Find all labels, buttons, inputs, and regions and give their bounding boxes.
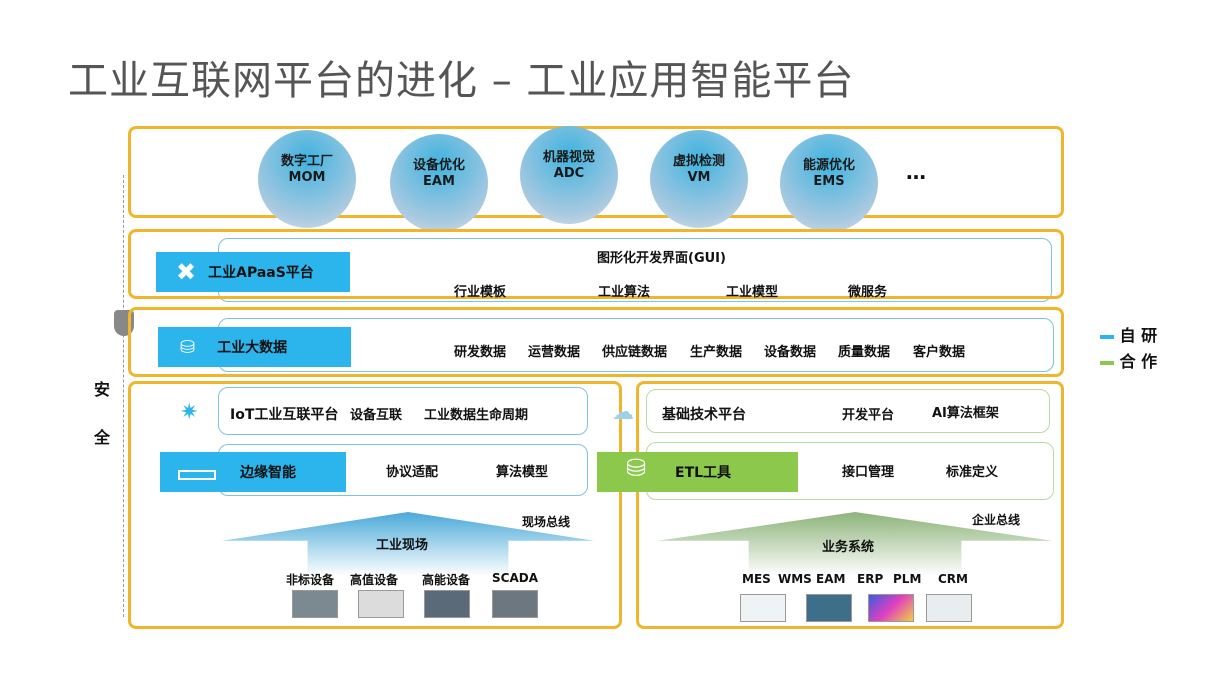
app-name: 数字工厂 xyxy=(280,154,333,169)
system-label: WMS xyxy=(778,572,812,586)
device-image xyxy=(358,590,404,618)
bigdata-item: 供应链数据 xyxy=(602,345,668,360)
iot-item: 设备互联 xyxy=(350,408,403,423)
database-icon: ⛁ xyxy=(180,336,196,358)
system-label: EAM xyxy=(816,572,846,586)
iot-label: IoT工业互联平台 xyxy=(230,407,339,423)
legend-swatch xyxy=(1100,334,1114,339)
app-code: MOM xyxy=(288,170,326,185)
legend-self: 自 研 xyxy=(1100,322,1157,346)
device-image xyxy=(492,590,538,618)
app-name: 虚拟检测 xyxy=(672,154,725,169)
etl-item: 标准定义 xyxy=(946,465,999,480)
apaas-item: 工业算法 xyxy=(598,285,651,300)
bigdata-item: 设备数据 xyxy=(764,345,817,360)
business-layer xyxy=(636,381,1064,629)
edge-label-box: 边缘智能 xyxy=(160,452,346,492)
network-icon: ✷ xyxy=(180,400,199,425)
security-label-2: 全 xyxy=(94,428,111,447)
app-name: 机器视觉 xyxy=(542,150,595,165)
edge-item: 算法模型 xyxy=(496,465,549,480)
app-code: ADC xyxy=(553,166,585,181)
legend-label: 合 作 xyxy=(1119,352,1158,371)
system-label: PLM xyxy=(893,572,922,586)
page-title: 工业互联网平台的进化 – 工业应用智能平台 xyxy=(68,58,855,104)
device-label: SCADA xyxy=(492,571,538,585)
field-label: 工业现场 xyxy=(376,538,429,553)
bigdata-item: 质量数据 xyxy=(838,345,891,360)
apps-layer xyxy=(128,126,1064,218)
apaas-item: 行业模板 xyxy=(454,285,507,300)
system-label: CRM xyxy=(938,572,968,586)
apaas-label-box: ✖ 工业APaaS平台 xyxy=(156,252,350,292)
bigdata-label-box: ⛁ 工业大数据 xyxy=(158,327,351,367)
device-image xyxy=(424,590,470,618)
system-image xyxy=(868,594,914,622)
apaas-item: 微服务 xyxy=(848,285,888,300)
bigdata-item: 运营数据 xyxy=(528,345,581,360)
device-label: 高值设备 xyxy=(350,573,399,587)
system-image xyxy=(806,594,852,622)
etl-label-box: ETL工具 xyxy=(597,452,798,492)
field-layer xyxy=(128,381,622,629)
app-code: EAM xyxy=(423,174,455,189)
bigdata-layer xyxy=(128,307,1064,377)
app-name: 能源优化 xyxy=(802,158,855,173)
bigdata-item: 研发数据 xyxy=(454,345,507,360)
apaas-item: 工业模型 xyxy=(726,285,779,300)
legend-label: 自 研 xyxy=(1119,326,1158,345)
system-label: MES xyxy=(742,572,771,586)
wrench-icon: ✖ xyxy=(176,258,197,286)
security-label-1: 安 xyxy=(94,380,111,399)
bigdata-label: 工业大数据 xyxy=(217,340,288,356)
security-line xyxy=(123,175,124,617)
device-label: 非标设备 xyxy=(286,573,335,587)
biz-bus-label: 企业总线 xyxy=(972,513,1021,527)
etl-label: ETL工具 xyxy=(675,465,732,481)
bigdata-item: 客户数据 xyxy=(913,345,966,360)
legend-partner: 合 作 xyxy=(1100,348,1157,372)
cloud-icon: ☁ xyxy=(612,400,634,425)
biz-label: 业务系统 xyxy=(822,540,875,555)
base-panel xyxy=(646,389,1050,433)
database-stack-icon: ⛁ xyxy=(626,454,647,482)
app-code: EMS xyxy=(813,174,845,189)
system-label: ERP xyxy=(857,572,884,586)
bigdata-panel xyxy=(218,318,1054,372)
device-image xyxy=(292,590,338,618)
apaas-layer xyxy=(128,229,1064,299)
etl-item: 接口管理 xyxy=(842,465,895,480)
system-image xyxy=(926,594,972,622)
bigdata-item: 生产数据 xyxy=(690,345,743,360)
gui-label: 图形化开发界面(GUI) xyxy=(597,251,726,266)
base-label: 基础技术平台 xyxy=(662,407,746,423)
edge-label: 边缘智能 xyxy=(240,465,296,481)
base-item: 开发平台 xyxy=(842,408,895,423)
base-item: AI算法框架 xyxy=(932,406,999,421)
app-name: 设备优化 xyxy=(412,158,465,173)
router-icon xyxy=(178,470,216,480)
device-label: 高能设备 xyxy=(422,573,471,587)
legend-swatch xyxy=(1100,360,1114,365)
apaas-label: 工业APaaS平台 xyxy=(208,265,314,281)
apaas-panel xyxy=(218,238,1052,302)
edge-item: 协议适配 xyxy=(386,465,439,480)
system-image xyxy=(740,594,786,622)
iot-item: 工业数据生命周期 xyxy=(424,408,529,423)
iot-panel xyxy=(218,387,588,435)
apps-more: … xyxy=(906,160,926,184)
field-bus-label: 现场总线 xyxy=(522,515,571,529)
app-code: VM xyxy=(687,170,711,185)
